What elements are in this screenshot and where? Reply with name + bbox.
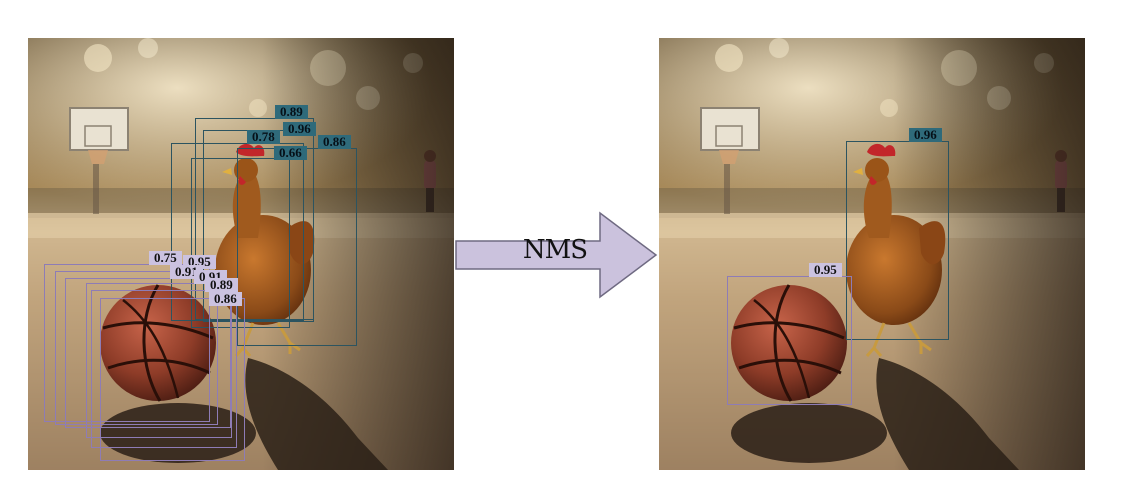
chicken-score-label: 0.66 [274, 146, 307, 160]
nms-arrow-label: NMS [522, 235, 588, 265]
ball-score-label: 0.75 [149, 251, 182, 265]
ball-detection-box [86, 283, 232, 438]
before-nms-image-panel: 0.89 0.96 0.78 0.86 0.66 0.75 0.95 0.91 … [28, 38, 454, 470]
ball-detection-box [91, 290, 237, 448]
ball-score-label: 0.95 [809, 263, 842, 277]
ball-detection-box [100, 298, 245, 461]
chicken-score-label: 0.78 [247, 130, 280, 144]
chicken-detection-box [191, 158, 290, 328]
chicken-score-label: 0.89 [275, 105, 308, 119]
ball-detection-box [727, 276, 852, 405]
ball-detection-box [55, 271, 218, 425]
chicken-detection-box [846, 141, 949, 340]
ball-detection-box [44, 264, 210, 422]
ball-score-label: 0.86 [209, 292, 242, 306]
chicken-score-label: 0.86 [318, 135, 351, 149]
ball-detection-box [65, 278, 231, 428]
chicken-score-label: 0.96 [909, 128, 942, 142]
after-nms-image-panel: 0.96 0.95 [659, 38, 1085, 470]
ball-score-label: 0.89 [205, 278, 238, 292]
chicken-score-label: 0.96 [283, 122, 316, 136]
nms-arrow [455, 211, 658, 299]
